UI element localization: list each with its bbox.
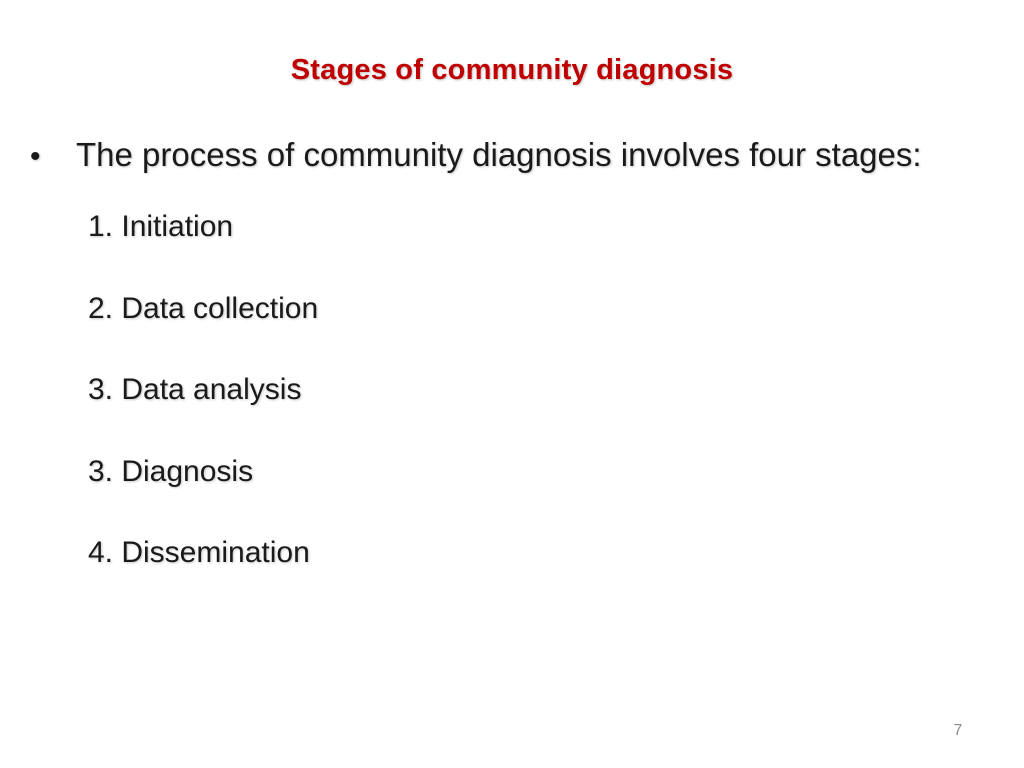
stage-item-diagnosis: 3. Diagnosis [88, 455, 254, 488]
bullet-item: • The process of community diagnosis invo… [30, 136, 1010, 174]
bullet-text: The process of community diagnosis invol… [76, 136, 922, 173]
stage-item-initiation: 1. Initiation [88, 210, 234, 243]
stage-item-data-analysis: 3. Data analysis [88, 373, 302, 406]
stage-item-data-collection: 2. Data collection [88, 292, 319, 325]
slide-title: Stages of community diagnosis [290, 54, 734, 86]
bullet-icon: • [30, 140, 41, 173]
stage-item-dissemination: 4. Dissemination [88, 536, 310, 569]
page-number: 7 [953, 722, 963, 739]
